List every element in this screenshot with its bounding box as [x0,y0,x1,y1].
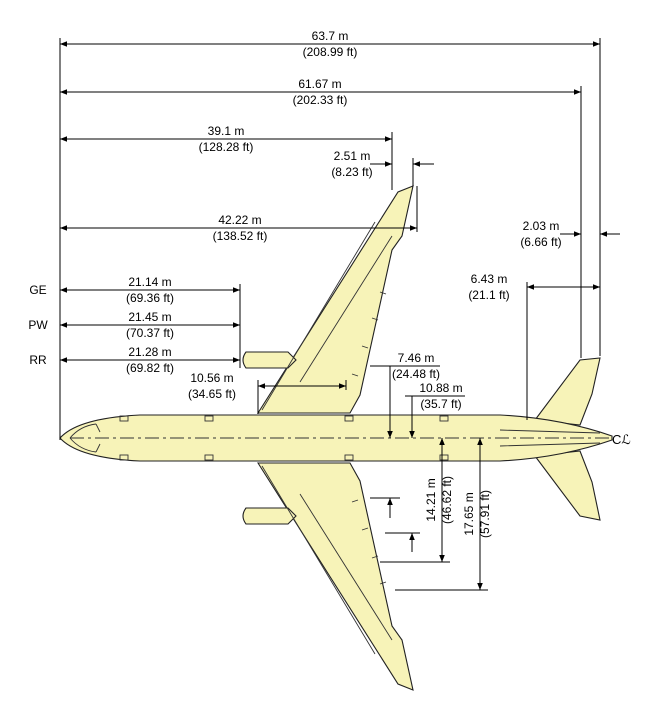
engine-rr-ft: (69.82 ft) [126,361,174,375]
engine-ge-ft: (69.36 ft) [126,291,174,305]
stabilizer-width-m: 6.43 m [471,272,508,286]
engine-rr-label: RR [29,353,47,367]
engine-rr-m: 21.28 m [128,345,171,359]
span-overall-m: 63.7 m [312,29,349,43]
engine-ge-label: GE [29,283,46,297]
wing-tip-span-m: 42.22 m [218,213,261,227]
lower-engine [242,507,297,525]
engine-pw-ft: (70.37 ft) [126,326,174,340]
span-wingtip-m: 61.67 m [298,77,341,91]
tailcone-outline [499,429,601,447]
flap-track-fairings [351,291,387,585]
lower-stabilizer [533,450,601,521]
flap-b-ft: (57.91 ft) [478,490,492,538]
upper-stabilizer [533,357,601,426]
fuselage [59,414,613,462]
centerline-symbol: Cℒ [612,432,631,447]
gear-a-m: 7.46 m [398,351,435,365]
gear-b-m: 10.88 m [419,381,462,395]
tail-offset-m: 2.03 m [523,219,560,233]
lower-wing [257,462,414,691]
wing-root-chord-m: 10.56 m [190,371,233,385]
winglet-m: 2.51 m [334,149,371,163]
engine-pw-label: PW [28,318,48,332]
dimension-lines [59,38,620,591]
span-wingtip-ft: (202.33 ft) [293,93,348,107]
upper-wing [257,185,414,414]
flap-a-ft: (46.62 ft) [440,476,454,524]
wing-flap-lines [261,221,393,655]
aircraft-planform [59,185,613,691]
wing-tip-span-ft: (138.52 ft) [213,229,268,243]
engine-pw-m: 21.45 m [128,310,171,324]
tail-offset-ft: (6.66 ft) [520,235,561,249]
stabilizer-width-ft: (21.1 ft) [468,288,509,302]
cockpit-outline [69,423,101,453]
engine-ge-m: 21.14 m [128,275,171,289]
wing-root-to-tip-ft: (128.28 ft) [199,140,254,154]
wing-root-to-tip-m: 39.1 m [208,124,245,138]
span-overall-ft: (208.99 ft) [303,45,358,59]
wing-root-chord-ft: (34.65 ft) [188,387,236,401]
winglet-ft: (8.23 ft) [331,165,372,179]
gear-b-ft: (35.7 ft) [420,397,461,411]
upper-engine [242,351,297,369]
gear-a-ft: (24.48 ft) [392,367,440,381]
flap-b-m: 17.65 m [462,492,476,535]
dimension-labels: 63.7 m (208.99 ft) 61.67 m (202.33 ft) 3… [28,29,630,538]
flap-a-m: 14.21 m [424,478,438,521]
